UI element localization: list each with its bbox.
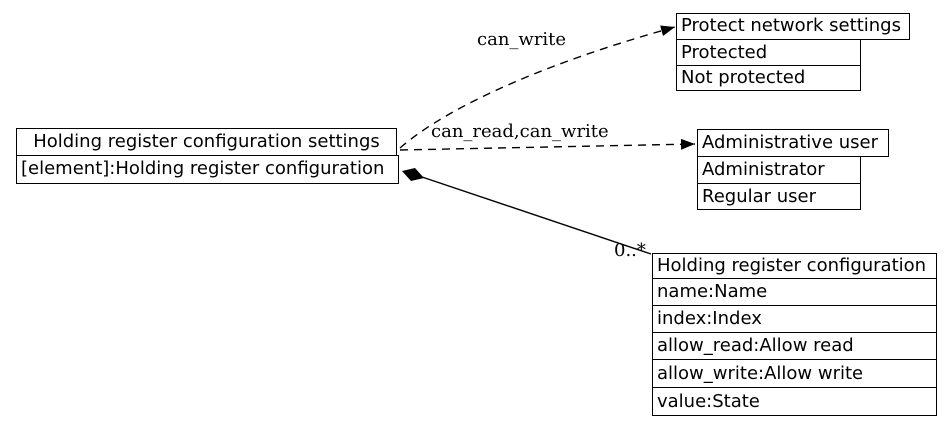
node-admin-title: Administrative user <box>697 129 889 157</box>
node-holding-attribute: index:Index <box>653 305 936 332</box>
node-protect-values: Protected Not protected <box>676 39 861 91</box>
node-admin-value: Regular user <box>698 183 860 209</box>
node-holding-attribute: value:State <box>653 387 936 415</box>
node-admin-value: Administrator <box>702 159 825 180</box>
edge-label-can-write: can_write <box>477 29 567 50</box>
node-protect-title: Protect network settings <box>676 13 910 40</box>
edge-label-can-read-write: can_read,can_write <box>431 121 609 142</box>
node-protect-value: Protected <box>681 42 768 63</box>
node-settings-attribute: [element]:Holding register configuration <box>16 155 399 184</box>
edge-composition-line <box>421 176 652 255</box>
node-admin-values: Administrator Regular user <box>697 156 861 210</box>
node-holding-attribute: allow_write:Allow write <box>653 359 936 387</box>
node-holding-title: Holding register configuration <box>657 255 927 276</box>
node-settings-title: Holding register configuration settings <box>16 128 397 156</box>
edge-can-read-write-line <box>399 138 696 151</box>
composition-diamond-icon <box>402 168 424 181</box>
edge-can-write-line <box>399 25 676 149</box>
node-holding-attribute: allow_read:Allow read <box>653 332 936 359</box>
node-holding: Holding register configuration name:Name… <box>652 253 937 416</box>
node-protect-value: Not protected <box>677 65 860 90</box>
edge-label-multiplicity: 0..* <box>614 240 646 261</box>
node-holding-attribute: name:Name <box>653 278 936 305</box>
